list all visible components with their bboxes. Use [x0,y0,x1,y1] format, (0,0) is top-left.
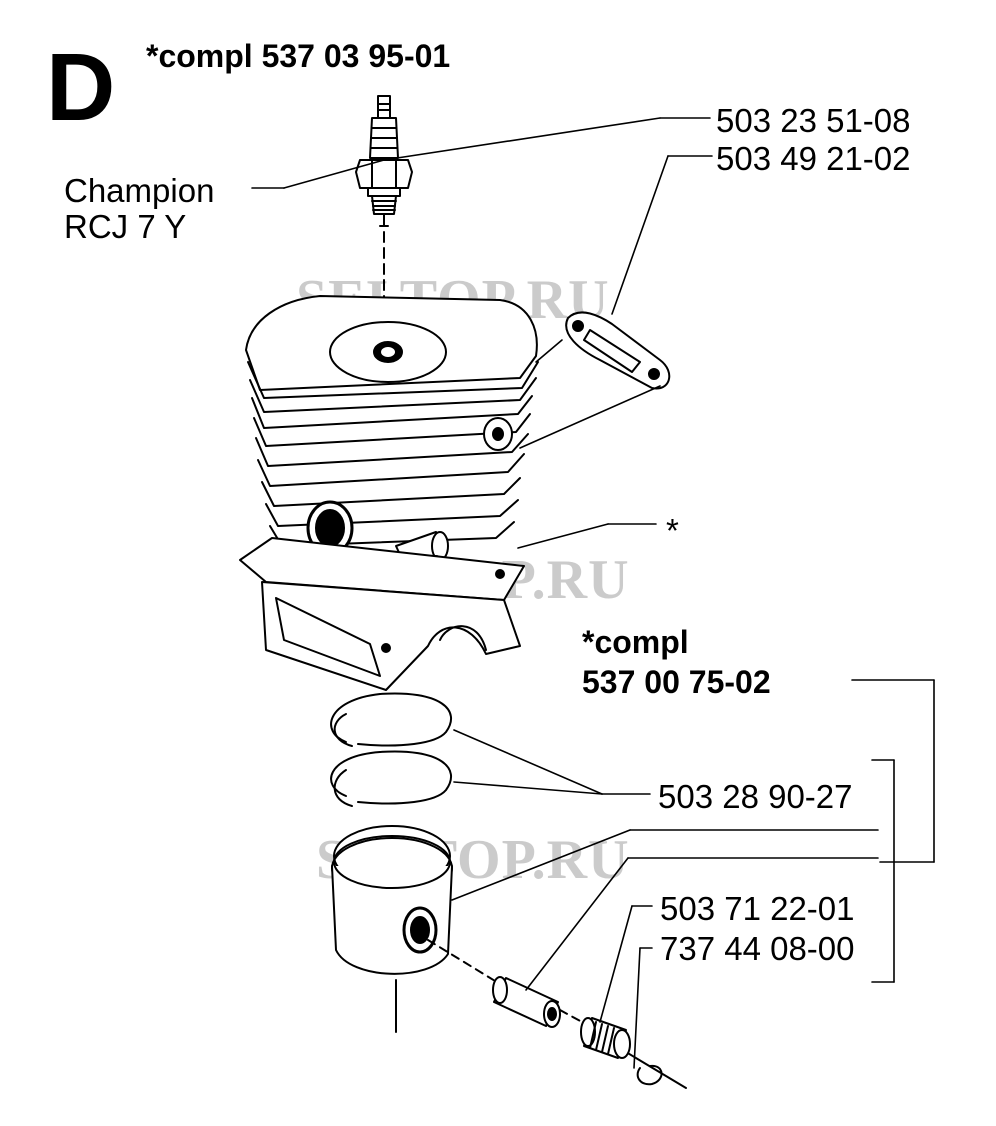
part-number-circlip: 737 44 08-00 [660,930,855,967]
piston [331,825,453,1033]
spark-plug [355,95,413,227]
spark-plug-model: RCJ 7 Y [64,208,187,245]
wrist-pin [492,976,561,1028]
spark-plug-brand: Champion [64,172,215,209]
part-number-cylinder: * [666,512,679,549]
exhaust-gasket [565,311,671,390]
part-number-gasket: 503 49 21-02 [716,140,911,177]
kit-label-line2: 537 00 75-02 [582,664,771,700]
section-letter: D [46,34,116,141]
cylinder [239,295,539,691]
needle-bearing [580,1017,631,1059]
piston-rings [330,692,452,807]
circlip [636,1064,663,1086]
leader-lines [251,117,935,1069]
part-number-pin-bearing: 503 71 22-01 [660,890,855,927]
kit-label-line1: *compl [582,624,689,660]
part-number-rings: 503 28 90-27 [658,778,853,815]
assembly-title: *compl 537 03 95-01 [146,38,451,74]
part-number-spark-plug: 503 23 51-08 [716,102,911,139]
